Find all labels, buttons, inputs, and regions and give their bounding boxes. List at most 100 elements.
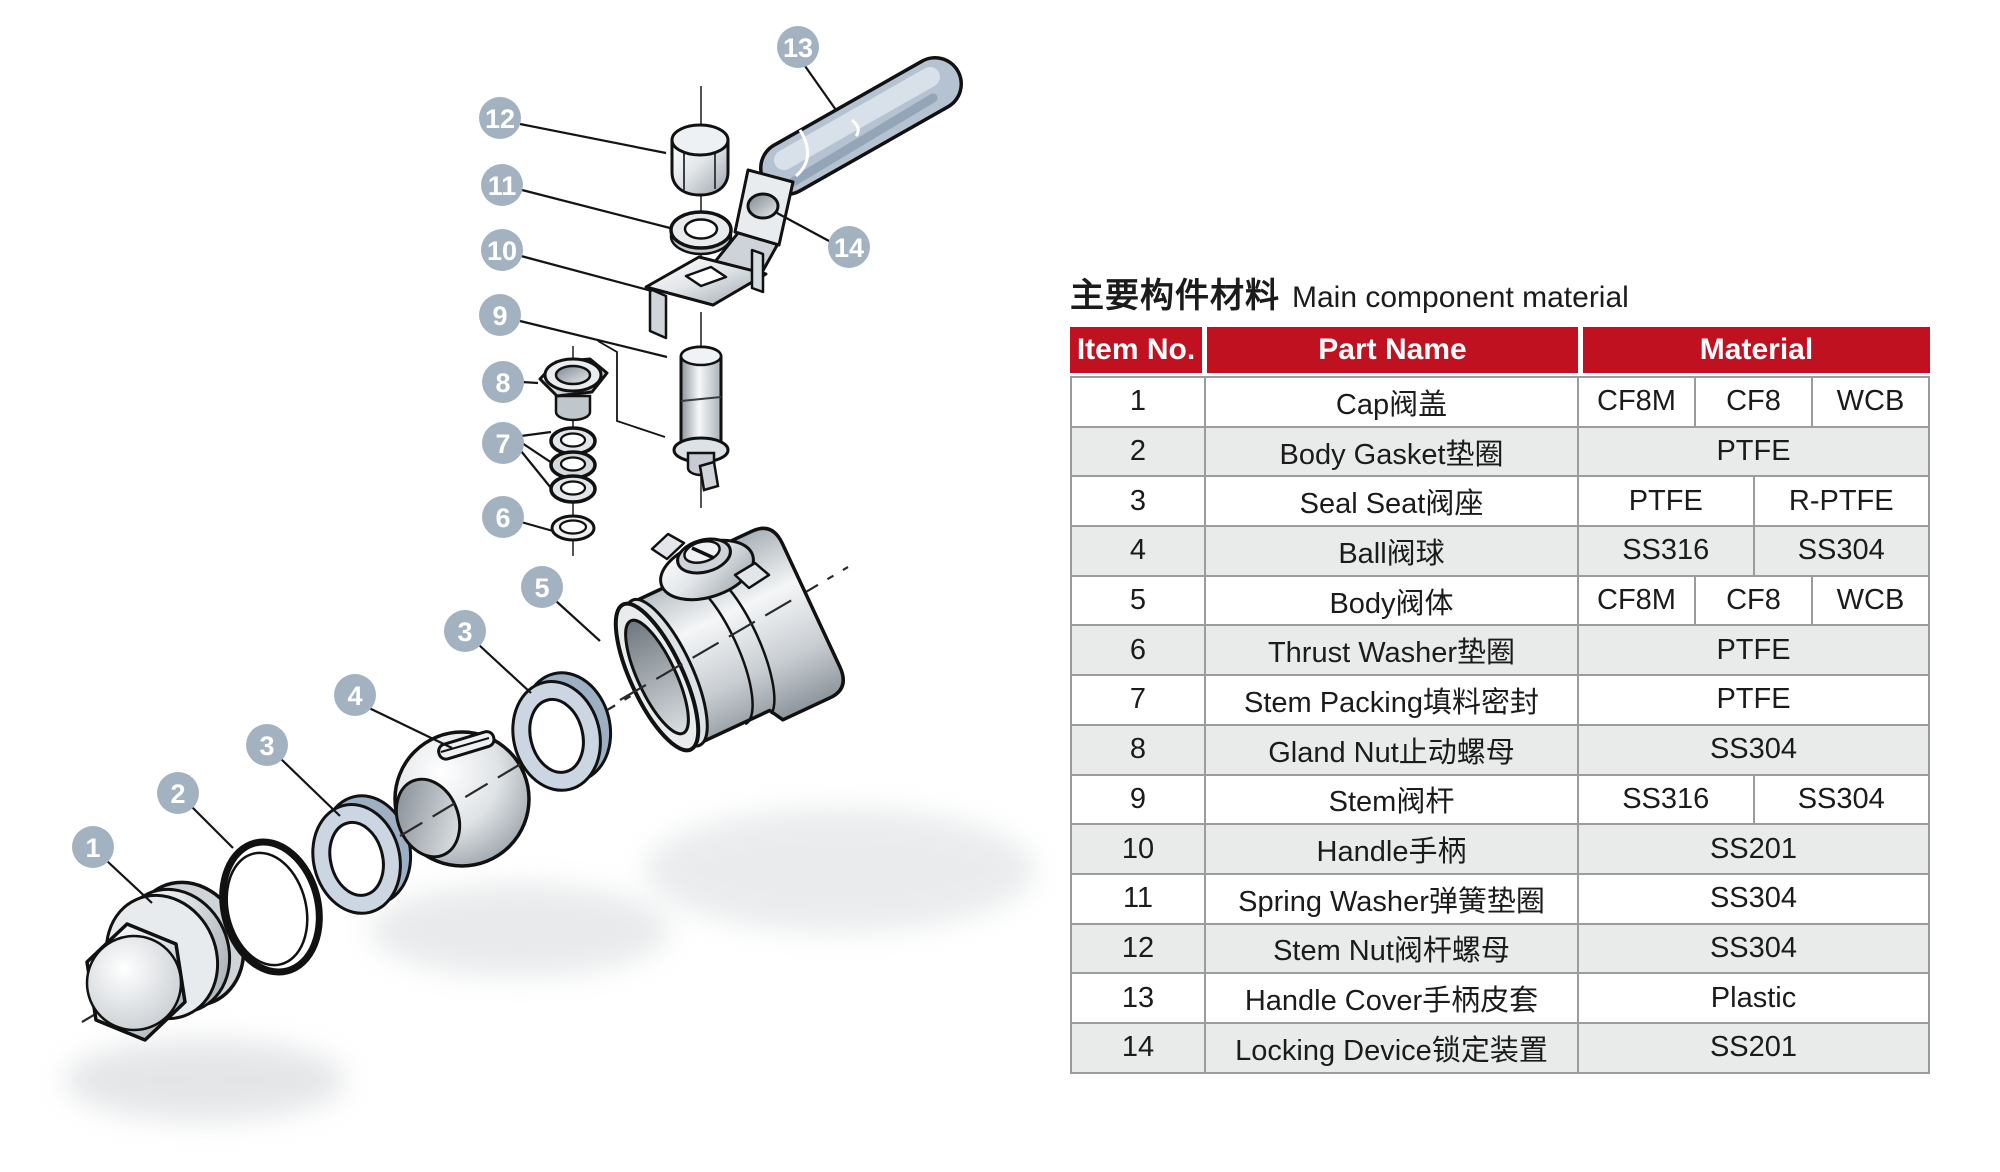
item-no-cell: 9 (1072, 775, 1204, 824)
material-cell: CF8M (1579, 576, 1694, 625)
part-name-cell: Seal Seat阀座 (1206, 477, 1577, 526)
item-no-cell: 5 (1072, 576, 1204, 625)
body-top-pad (650, 532, 771, 602)
ball (393, 730, 531, 868)
svg-text:3: 3 (259, 731, 274, 761)
material-cell: SS316 (1579, 775, 1753, 824)
material-cell: CF8 (1696, 576, 1811, 625)
callout-14: 14 (828, 226, 870, 268)
part-name-cell: Cap阀盖 (1206, 378, 1577, 426)
locking-device (733, 168, 795, 247)
material-cell: SS304 (1579, 874, 1928, 923)
callout-2: 2 (157, 772, 199, 814)
material-cell: PTFE (1579, 477, 1753, 526)
callout-1: 1 (72, 826, 114, 868)
thrust-washer (550, 514, 596, 542)
material-cell: WCB (1813, 576, 1928, 625)
item-no-cell: 2 (1072, 427, 1204, 476)
material-cell: WCB (1813, 378, 1928, 426)
part-name-cell: Stem Nut阀杆螺母 (1206, 924, 1577, 973)
svg-text:3: 3 (457, 617, 472, 647)
material-cell: PTFE (1579, 427, 1928, 476)
svg-text:2: 2 (170, 779, 185, 809)
svg-text:4: 4 (347, 681, 362, 711)
materials-panel: 主要构件材料 Main component material Item No. … (1070, 268, 1932, 1074)
material-cell: SS201 (1579, 1023, 1928, 1072)
gland-nut (538, 357, 609, 422)
valve-body (613, 526, 845, 753)
table-title: 主要构件材料 Main component material (1070, 268, 1932, 317)
svg-text:13: 13 (783, 33, 813, 63)
callout-4: 4 (334, 674, 376, 716)
spring-washer (669, 210, 733, 256)
item-no-cell: 1 (1072, 378, 1204, 426)
part-name-cell: Stem阀杆 (1206, 775, 1577, 824)
part-name-cell: Body阀体 (1206, 576, 1577, 625)
item-no-cell: 4 (1072, 527, 1204, 575)
callout-3: 3 (444, 610, 486, 652)
part-name-cell: Spring Washer弹簧垫圈 (1206, 874, 1577, 923)
svg-text:9: 9 (492, 301, 507, 331)
callout-7: 7 (482, 422, 524, 464)
part-name-cell: Handle Cover手柄皮套 (1206, 974, 1577, 1022)
header-item-no: Item No. (1070, 327, 1202, 373)
svg-text:7: 7 (495, 429, 510, 459)
svg-text:12: 12 (485, 104, 515, 134)
callout-8: 8 (482, 361, 524, 403)
svg-text:8: 8 (495, 368, 510, 398)
part-name-cell: Stem Packing填料密封 (1206, 676, 1577, 724)
svg-text:1: 1 (85, 833, 100, 863)
callout-13: 13 (777, 26, 819, 68)
table-title-zh: 主要构件材料 (1070, 277, 1280, 315)
body-gasket (219, 838, 323, 976)
seal-seat-left (311, 794, 413, 915)
item-no-cell: 8 (1072, 725, 1204, 774)
stem-packing (549, 426, 597, 504)
material-cell: SS201 (1579, 825, 1928, 873)
callout-6: 6 (482, 496, 524, 538)
item-no-cell: 11 (1072, 874, 1204, 923)
callout-11: 11 (481, 164, 523, 206)
svg-text:5: 5 (534, 573, 549, 603)
material-cell: SS304 (1579, 924, 1928, 973)
material-cell: SS304 (1754, 775, 1928, 824)
material-cell: PTFE (1579, 626, 1928, 675)
callout-9: 9 (479, 294, 521, 336)
seal-seat-right (511, 671, 613, 792)
svg-text:10: 10 (487, 236, 517, 266)
callout-10: 10 (481, 229, 523, 271)
svg-text:11: 11 (488, 171, 517, 201)
stem (672, 345, 730, 492)
handle-bracket (644, 226, 782, 340)
item-no-cell: 3 (1072, 477, 1204, 526)
part-name-cell: Gland Nut止动螺母 (1206, 725, 1577, 774)
part-name-cell: Handle手柄 (1206, 825, 1577, 873)
shadows (65, 808, 1035, 1120)
callout-12: 12 (479, 97, 521, 139)
item-no-cell: 14 (1072, 1023, 1204, 1072)
material-cell: SS304 (1579, 725, 1928, 774)
part-name-cell: Thrust Washer垫圈 (1206, 626, 1577, 675)
callout-5: 5 (521, 566, 563, 608)
svg-text:6: 6 (495, 503, 510, 533)
callout-3: 3 (246, 724, 288, 766)
item-no-cell: 10 (1072, 825, 1204, 873)
header-material: Material (1583, 327, 1930, 373)
material-cell: SS304 (1754, 527, 1928, 575)
handle-lever (759, 56, 963, 196)
item-no-cell: 12 (1072, 924, 1204, 973)
item-no-cell: 7 (1072, 676, 1204, 724)
svg-text:14: 14 (834, 233, 864, 263)
material-cell: PTFE (1579, 676, 1928, 724)
item-no-cell: 6 (1072, 626, 1204, 675)
part-name-cell: Ball阀球 (1206, 527, 1577, 575)
cap (85, 880, 246, 1042)
leader-lines (106, 65, 837, 904)
material-cell: CF8 (1696, 378, 1811, 426)
stem-nut (670, 123, 730, 197)
